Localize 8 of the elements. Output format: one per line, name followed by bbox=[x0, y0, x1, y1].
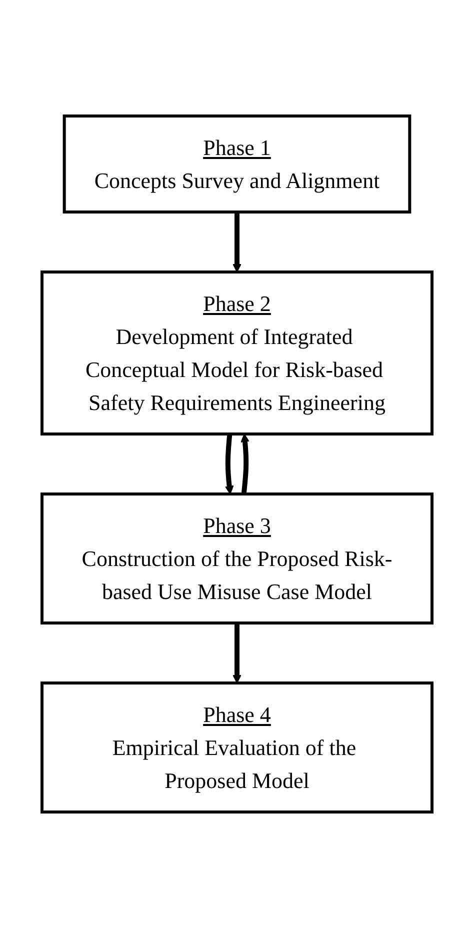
node-box: Phase 4 Empirical Evaluation of the Proposed Model bbox=[40, 681, 434, 813]
arrow bbox=[240, 433, 250, 494]
node-box: Phase 2 Development of Integrated Conceptual Model for Risk-based Safety Requirements Engineering bbox=[40, 270, 434, 435]
arrow bbox=[232, 622, 242, 683]
node-box: Phase 1 Concepts Survey and Alignment bbox=[62, 114, 412, 213]
node-box: Phase 3 Construction of the Proposed Risk-based Use Misuse Case Model bbox=[40, 492, 434, 624]
arrow bbox=[224, 433, 234, 494]
arrow bbox=[232, 212, 242, 272]
